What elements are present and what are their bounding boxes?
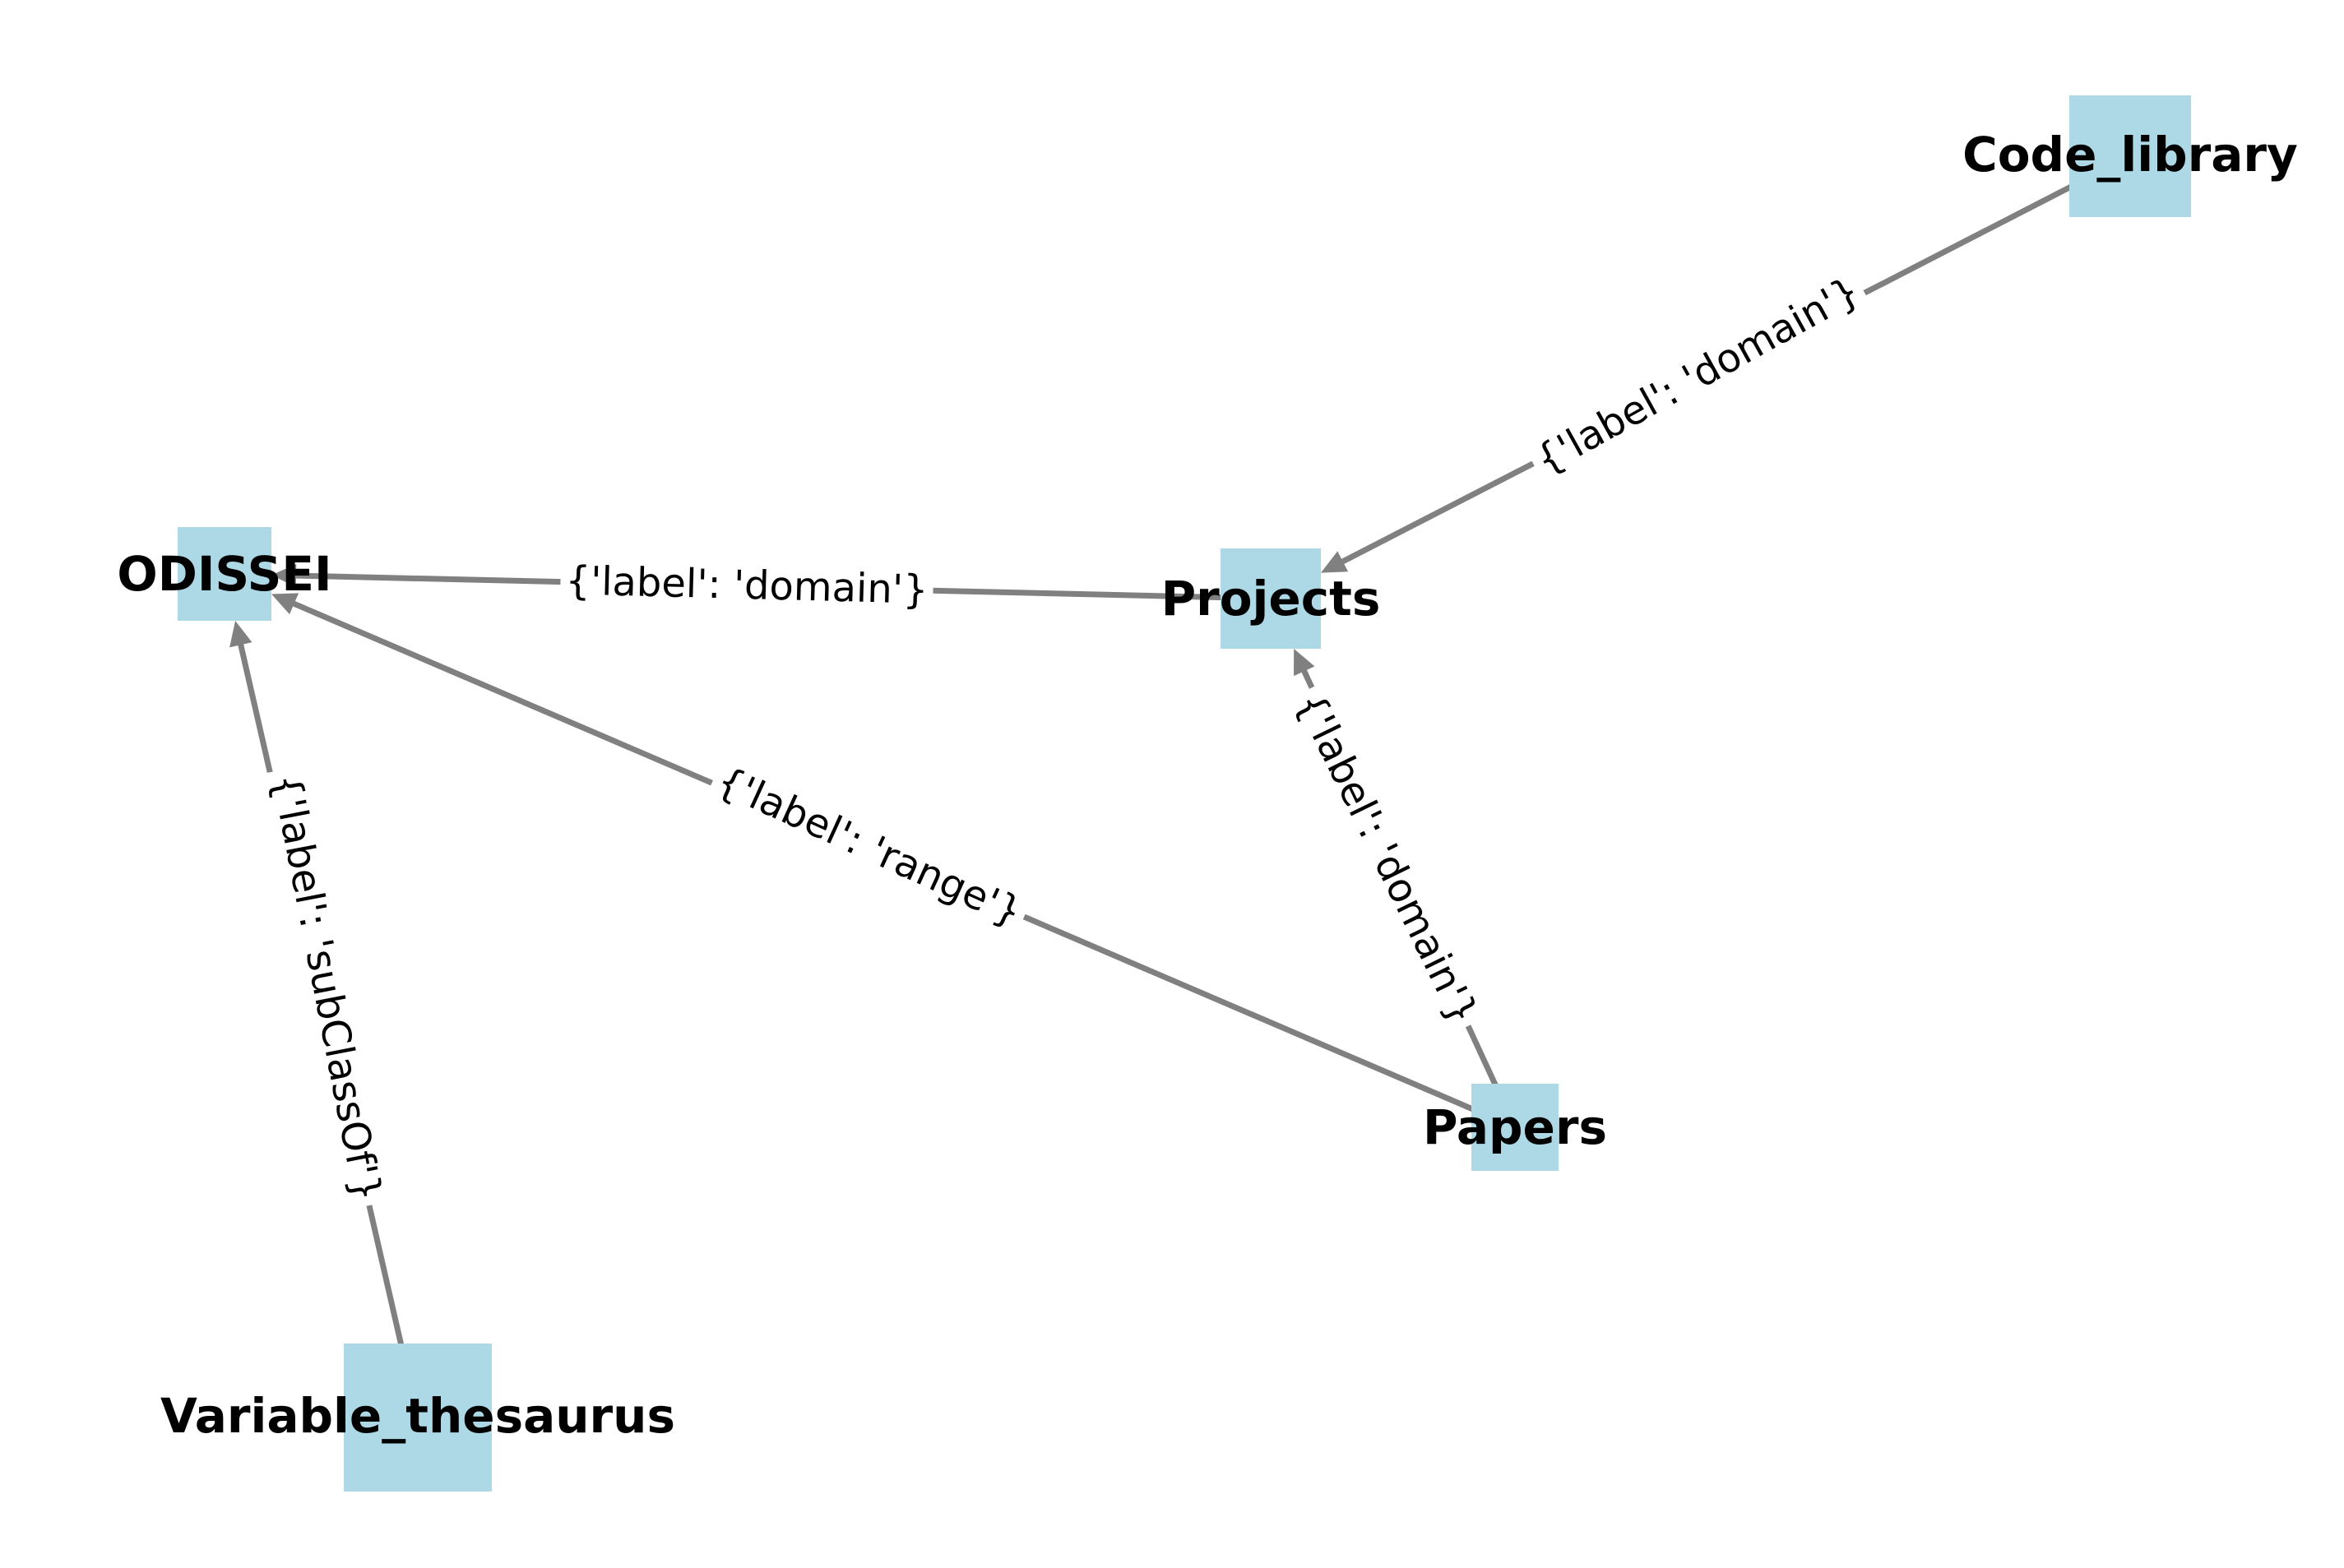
edge-label-projects-to-odissei: {'label': 'domain'} [559,556,934,615]
edge-label-background [1522,263,1873,488]
edge-label-text: {'label': 'range'} [710,757,1029,936]
nodes-layer: ODISSEI Projects Code_libraryPapersVariabl… [117,95,2298,1492]
node-label: Projects [1161,571,1381,627]
node-variable_thesaurus: Variable_thesaurus [160,1344,675,1492]
node-box [1221,548,1321,649]
edge-label-text: {'label': 'subClassOf'} [262,770,391,1205]
edge-label-text: {'label': 'domain'} [1528,268,1868,484]
edge-label-code_library-to-projects: {'label': 'domain'} [1522,263,1873,488]
edge-label-papers-to-projects: {'label': 'domain'} [1282,680,1491,1037]
node-papers: Papers [1423,1084,1607,1171]
arrowhead-projects-to-odissei [271,564,297,588]
node-label: Papers [1423,1099,1607,1155]
node-code_library: Code_library [1962,95,2298,217]
edge-label-background [704,754,1035,940]
edge-label-background [1282,680,1491,1037]
arrowhead-papers-to-odissei [271,593,299,615]
node-odissei: ODISSEI [117,527,332,621]
node-box [344,1344,492,1492]
arrowhead-variable_thesaurus-to-odissei [229,621,252,648]
node-label: ODISSEI [117,546,331,602]
node-projects: Projects [1161,548,1381,649]
edge-label-variable_thesaurus-to-odissei: {'label': 'subClassOf'} [260,765,393,1210]
edges-layer [229,153,2132,1418]
node-box [178,527,271,621]
edge-label-background [559,556,934,615]
arrowhead-code_library-to-projects [1321,551,1349,573]
node-label: Variable_thesaurus [160,1388,675,1444]
edge-label-text: {'label': 'domain'} [1286,685,1487,1031]
node-box [1471,1084,1559,1171]
node-label: Code_library [1962,127,2298,183]
edge-label-papers-to-odissei: {'label': 'range'} [704,754,1035,940]
edge-label-text: {'label': 'domain'} [565,557,929,613]
edge-labels-layer: {'label': 'domain'}{'label': 'domain'}{'… [260,263,1873,1210]
node-box [2069,95,2191,217]
edge-label-background [260,765,393,1210]
arrowhead-papers-to-projects [1294,649,1315,677]
